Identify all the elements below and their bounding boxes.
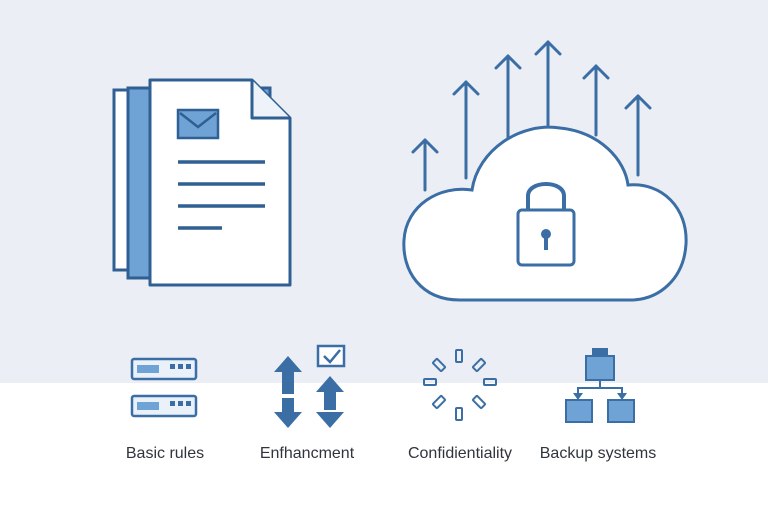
feature-label-confidentiality: Confidientiality bbox=[407, 445, 513, 462]
padlock-icon bbox=[516, 182, 576, 267]
cloud-upload-icon bbox=[402, 40, 688, 302]
feature-label-basic-rules: Basic rules bbox=[125, 445, 205, 462]
feature-label-backup-systems: Backup systems bbox=[539, 445, 657, 462]
document-stack-icon bbox=[112, 78, 292, 287]
hierarchy-boxes-icon bbox=[565, 348, 635, 423]
loading-spinner-icon bbox=[423, 349, 497, 421]
feature-label-enhancement: Enfhancment bbox=[259, 445, 355, 462]
upload-arrows bbox=[411, 40, 652, 192]
up-down-arrows-checkbox-icon bbox=[274, 344, 346, 428]
envelope-icon bbox=[176, 108, 220, 140]
server-rack-icon bbox=[130, 357, 198, 418]
